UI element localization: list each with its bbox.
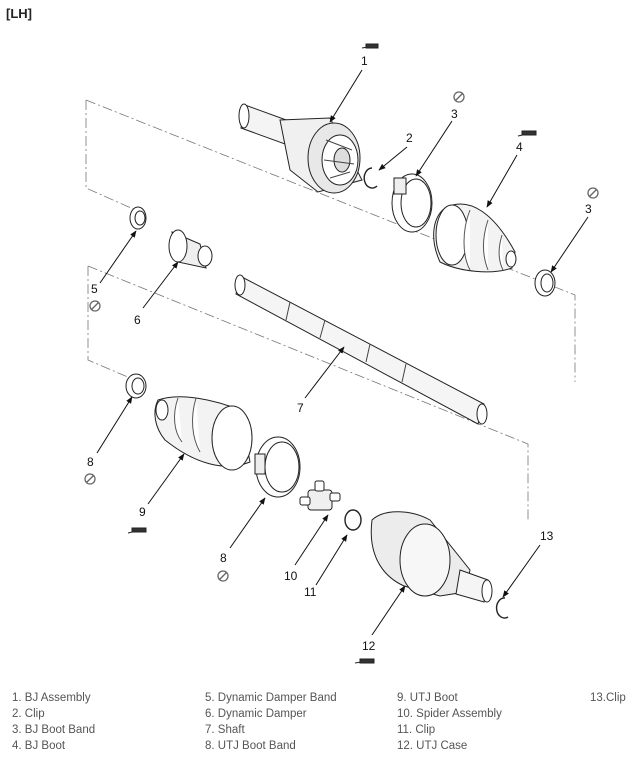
utj-boot-part — [154, 396, 253, 471]
callout-5: 5 — [91, 282, 98, 296]
no-reuse-icon-5 — [89, 300, 101, 312]
callout-13: 13 — [540, 529, 554, 543]
callout-10: 10 — [284, 569, 298, 583]
shaft-part — [234, 274, 488, 425]
no-reuse-icon-3a — [453, 91, 465, 103]
callout-8b: 8 — [220, 551, 227, 565]
legend-item: 8. UTJ Boot Band — [205, 740, 296, 752]
legend-column-1: 1. BJ Assembly 2. Clip 3. BJ Boot Band 4… — [12, 690, 95, 754]
no-reuse-icon-8b — [217, 570, 229, 582]
dynamic-damper-band-part — [129, 206, 147, 230]
legend-item: 1. BJ Assembly — [12, 692, 91, 704]
clip-part-2 — [363, 167, 378, 189]
bj-boot-band-small-part — [534, 269, 556, 297]
callout-2: 2 — [406, 131, 413, 145]
legend-item: 11. Clip — [397, 724, 436, 736]
legend-column-2: 5. Dynamic Damper Band 6. Dynamic Damper… — [205, 690, 337, 754]
legend-column-3: 9. UTJ Boot 10. Spider Assembly 11. Clip… — [397, 690, 502, 754]
callout-11: 11 — [304, 585, 317, 599]
dynamic-damper-part — [168, 229, 213, 269]
clip-part-11 — [344, 509, 362, 531]
legend-item: 9. UTJ Boot — [397, 692, 458, 704]
callout-9: 9 — [139, 505, 146, 519]
callout-7: 7 — [297, 401, 304, 415]
clip-part-13 — [495, 597, 509, 619]
legend-item: 10. Spider Assembly — [397, 708, 502, 720]
callout-3b: 3 — [585, 202, 592, 216]
callout-3a: 3 — [451, 107, 458, 121]
legend-item: 5. Dynamic Damper Band — [205, 692, 337, 704]
callout-4: 4 — [516, 140, 523, 154]
bj-assembly-part — [238, 103, 363, 194]
legend-item: 3. BJ Boot Band — [12, 724, 96, 736]
legend-item: 12. UTJ Case — [397, 740, 468, 752]
callout-8a: 8 — [87, 455, 94, 469]
do-not-reuse-icons — [84, 91, 599, 582]
torque-icon-12 — [354, 658, 375, 664]
legend-item: 4. BJ Boot — [12, 740, 66, 752]
spider-assembly-part — [299, 480, 341, 511]
legend-item: 2. Clip — [12, 708, 45, 720]
no-reuse-icon-3b — [587, 187, 599, 199]
callout-6: 6 — [134, 313, 141, 327]
bj-boot-band-part — [391, 173, 433, 233]
assembly-guide-lines — [85, 99, 576, 520]
no-reuse-icon-8a — [84, 473, 96, 485]
callout-numbers: 1 2 3 4 3 5 6 7 8 9 8 10 11 12 13 — [87, 54, 592, 653]
legend-item: 13.Clip — [590, 692, 626, 704]
legend-column-4: 13.Clip — [590, 690, 626, 706]
torque-icon-9 — [127, 527, 147, 534]
utj-case-part — [370, 511, 493, 603]
torque-wrench-icons — [127, 43, 537, 664]
bj-boot-part — [433, 203, 517, 273]
utj-boot-band-small-part — [125, 373, 147, 399]
torque-icon-1 — [361, 43, 379, 49]
callout-12: 12 — [362, 639, 376, 653]
callout-1: 1 — [361, 54, 368, 68]
legend-item: 7. Shaft — [205, 724, 245, 736]
torque-icon-4 — [517, 130, 537, 137]
page-header: [LH] — [6, 6, 32, 21]
leader-lines — [96, 69, 589, 636]
utj-boot-band-large-part — [254, 436, 301, 498]
legend-item: 6. Dynamic Damper — [205, 708, 307, 720]
